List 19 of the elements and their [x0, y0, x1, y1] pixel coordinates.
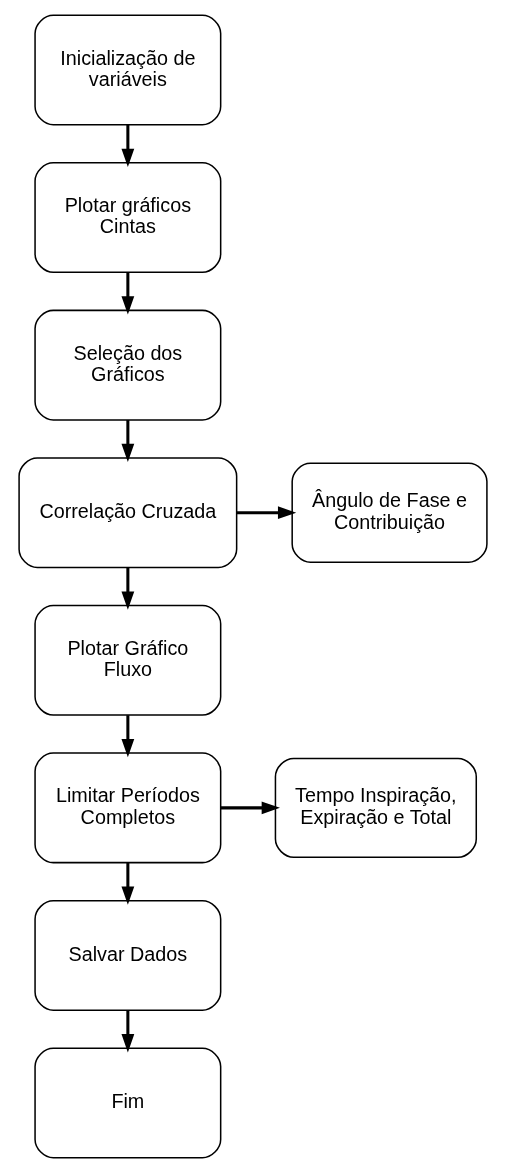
node-box: Plotar Gráfico Fluxo	[34, 604, 222, 716]
node-box: Salvar Dados	[34, 899, 222, 1011]
arrow	[220, 801, 280, 815]
arrow	[121, 567, 135, 610]
node-box: Inicialização de variáveis	[34, 14, 222, 126]
node-box: Limitar Períodos Completos	[34, 752, 222, 864]
arrow	[121, 272, 135, 315]
node-box: Tempo Inspiração, Expiração e Total	[274, 757, 477, 859]
arrow	[121, 124, 135, 167]
node-box: Plotar gráficos Cintas	[34, 162, 222, 274]
node-box: Correlação Cruzada	[18, 457, 238, 569]
arrow	[121, 715, 135, 758]
node-box: Fim	[34, 1047, 222, 1159]
arrow	[121, 1010, 135, 1053]
node-box: Ângulo de Fase e Contribuição	[291, 462, 488, 563]
arrow	[121, 862, 135, 905]
arrow	[236, 506, 297, 520]
arrow	[121, 420, 135, 463]
node-box: Seleção dos Gráficos	[34, 309, 222, 421]
